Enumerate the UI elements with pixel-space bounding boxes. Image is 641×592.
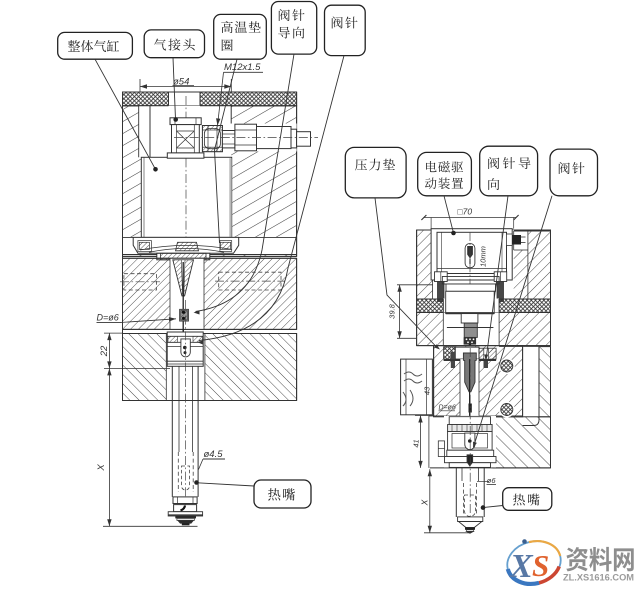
svg-text:10mm: 10mm [479,246,488,267]
svg-text:M12x1.5: M12x1.5 [224,62,261,73]
svg-text:ZL.XS1616.COM: ZL.XS1616.COM [563,573,634,583]
svg-text:X: X [96,464,107,472]
svg-text:22: 22 [99,345,110,357]
svg-text:S: S [532,548,549,583]
svg-text:X: X [420,499,430,506]
svg-text:ø6: ø6 [487,476,497,485]
svg-text:ø54: ø54 [173,76,189,87]
svg-text:X: X [509,548,534,585]
svg-text:□70: □70 [458,207,473,217]
svg-text:D=ø6: D=ø6 [97,313,119,323]
svg-text:39.8: 39.8 [388,303,397,318]
svg-text:D=ø6: D=ø6 [439,405,456,412]
svg-text:ø4.5: ø4.5 [204,449,224,460]
svg-text:43: 43 [423,386,432,395]
svg-text:41: 41 [412,439,421,447]
